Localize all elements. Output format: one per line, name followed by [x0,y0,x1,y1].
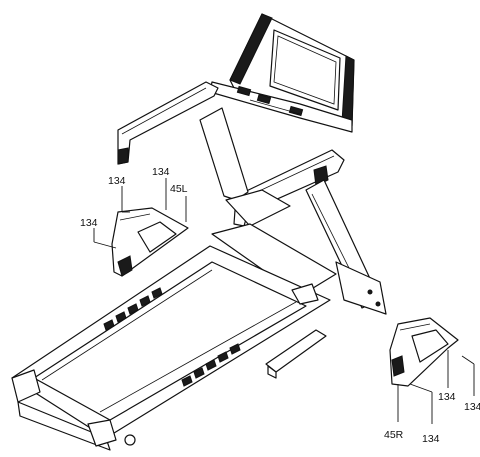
callout-45L: 45L [170,183,188,195]
callout-134-f: 134 [464,401,480,413]
console [209,13,355,133]
callout-134-b: 134 [80,217,98,229]
callout-labels: 134 134 134 45L 45R 134 134 134 [80,166,480,445]
running-belt [33,261,307,421]
treadmill-deck [11,245,331,451]
callout-45R: 45R [384,429,404,441]
rear-foot [265,329,327,373]
left-handlebar [117,81,219,165]
side-cover-45L [111,207,189,277]
console-screen [269,29,341,111]
callout-134-c: 134 [152,166,170,178]
callout-134-d: 134 [422,433,440,445]
leader-lines [93,178,475,424]
callout-134-e: 134 [438,391,456,403]
callout-134-a: 134 [108,175,126,187]
side-cover-45R [389,317,459,387]
